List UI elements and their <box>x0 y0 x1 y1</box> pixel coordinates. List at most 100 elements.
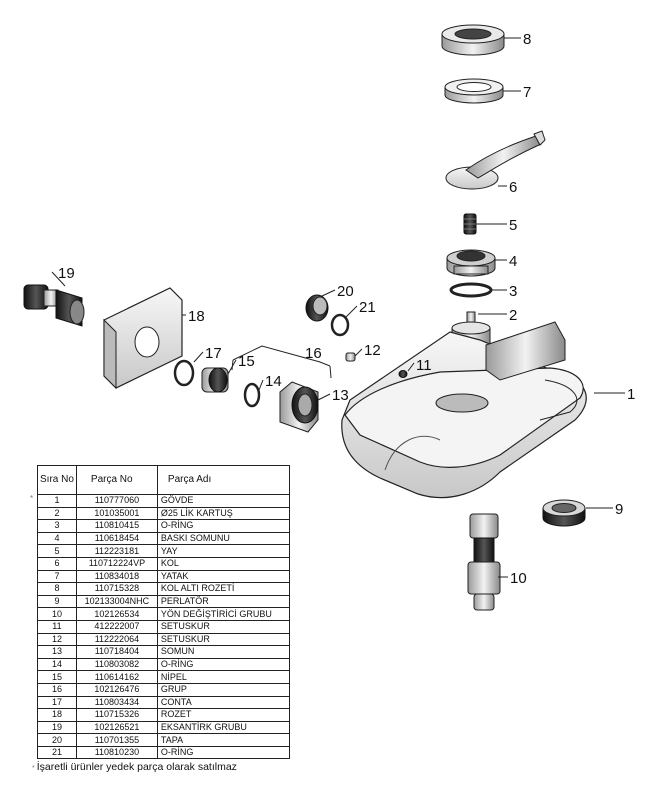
row-part-no: 110803434 <box>75 695 158 710</box>
row-part-name: Ø25 LİK KARTUŞ <box>156 506 290 521</box>
row-part-no: 110777060 <box>75 494 158 508</box>
footnote-text: İşaretli ürünler yedek parça olarak satı… <box>36 761 237 773</box>
footnote-mark: * <box>32 765 35 772</box>
row-no: 13 <box>37 645 77 659</box>
callout-3: 3 <box>509 283 517 300</box>
callout-13: 13 <box>332 387 349 404</box>
row-part-no: 102126476 <box>75 682 158 697</box>
row-no: 8 <box>37 582 77 596</box>
row-part-no: 102126521 <box>75 720 158 735</box>
row-part-no: 110810230 <box>75 745 158 760</box>
callout-8: 8 <box>523 31 531 48</box>
row-part-no: 110712224VP <box>75 556 158 571</box>
row-part-name: YAY <box>156 544 290 558</box>
row-part-name: O-RİNG <box>156 657 290 672</box>
row-part-no: 110715326 <box>75 708 158 722</box>
part-3-o-ring <box>449 282 493 298</box>
callout-numbers: 1 2 3 4 5 6 7 8 9 10 11 12 13 14 15 16 1… <box>58 31 635 587</box>
spare-mark: * <box>30 493 34 503</box>
row-part-name: ROZET <box>156 708 290 722</box>
part-17-gasket <box>173 359 195 387</box>
row-no: 7 <box>37 569 77 584</box>
row-no: 20 <box>37 733 77 747</box>
part-13-nut <box>279 381 319 433</box>
row-part-no: 102133004NHC <box>75 594 158 609</box>
row-part-no: 110701355 <box>75 733 158 747</box>
row-part-name: SETUSKUR <box>156 619 290 634</box>
part-20-plug <box>305 294 329 322</box>
row-no: 16 <box>37 682 77 697</box>
part-5-spring <box>463 213 477 235</box>
row-part-name: YÖN DEĞİŞTİRİCİ GRUBU <box>156 607 290 621</box>
part-14-o-ring <box>243 382 261 408</box>
row-no: 10 <box>37 607 77 621</box>
callout-19: 19 <box>58 265 75 282</box>
part-15-nipple <box>201 367 229 393</box>
row-no: 15 <box>37 670 77 684</box>
part-4-pressure-nut <box>446 249 496 277</box>
part-11-set-screw <box>398 370 408 378</box>
row-no: 5 <box>37 544 77 558</box>
row-part-no: 110718404 <box>75 645 158 659</box>
row-part-name: YATAK <box>156 569 290 584</box>
row-part-name: BASKI SOMUNU <box>156 531 290 546</box>
callout-18: 18 <box>188 308 205 325</box>
part-10-diverter-group <box>467 513 501 611</box>
row-no: 11 <box>37 619 77 634</box>
row-part-no: 110614162 <box>75 670 158 684</box>
row-part-no: 110834018 <box>75 569 158 584</box>
row-part-name: GRUP <box>156 682 290 697</box>
callout-16: 16 <box>305 345 322 362</box>
part-18-rosette <box>103 287 183 390</box>
callout-6: 6 <box>509 179 517 196</box>
part-7-bearing <box>444 78 504 104</box>
row-no: 2 <box>37 506 77 521</box>
row-no: 17 <box>37 695 77 710</box>
part-12-set-screw <box>345 352 356 362</box>
leader-lines <box>51 37 625 578</box>
row-part-name: CONTA <box>156 695 290 710</box>
row-part-no: 101035001 <box>75 506 158 521</box>
row-part-no: 110803082 <box>75 657 158 672</box>
row-part-name: SETUSKUR <box>156 632 290 647</box>
row-no: 9 <box>37 594 77 609</box>
callout-4: 4 <box>509 253 517 270</box>
row-part-name: KOL <box>156 556 290 571</box>
row-no: 3 <box>37 519 77 533</box>
row-part-name: KOL ALTI ROZETİ <box>156 582 290 596</box>
callout-5: 5 <box>509 217 517 234</box>
row-part-no: 112223181 <box>75 544 158 558</box>
part-21-o-ring <box>330 313 350 337</box>
row-part-name: TAPA <box>156 733 290 747</box>
part-8-lever-rosette <box>441 24 505 56</box>
callout-17: 17 <box>205 345 222 362</box>
row-part-name: EKSANTİRK GRUBU <box>156 720 290 735</box>
row-no: 14 <box>37 657 77 672</box>
callout-2: 2 <box>509 307 517 324</box>
row-no: 19 <box>37 720 77 735</box>
callout-21: 21 <box>359 299 376 316</box>
part-19-eccentric-group <box>23 284 85 327</box>
callout-10: 10 <box>510 570 527 587</box>
header-part-no: Parça No <box>75 465 158 495</box>
row-no: 4 <box>37 531 77 546</box>
callout-9: 9 <box>615 501 623 518</box>
callout-20: 20 <box>337 283 354 300</box>
row-no: 21 <box>37 745 77 760</box>
header-no: Sıra No <box>37 465 77 495</box>
row-part-name: PERLATÖR <box>156 594 290 609</box>
row-part-no: 110810415 <box>75 519 158 533</box>
callout-14: 14 <box>265 373 282 390</box>
